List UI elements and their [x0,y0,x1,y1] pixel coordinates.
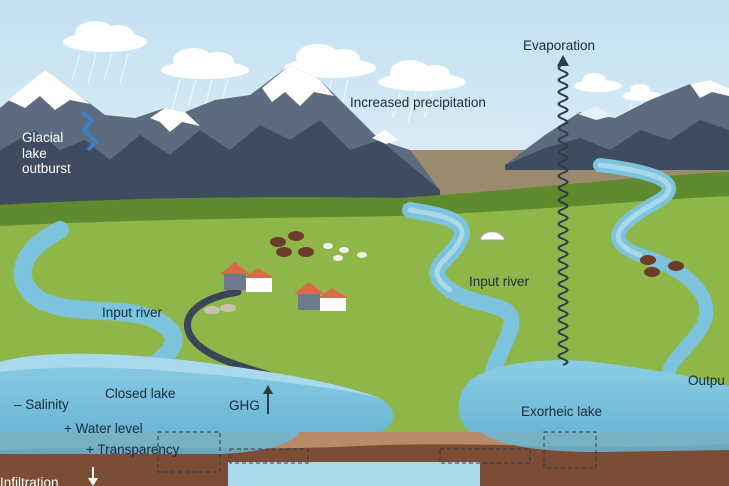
snow-cap [150,108,200,132]
ghg-label: GHG [229,398,260,413]
cloud-icon [161,48,249,79]
snow-cap [372,130,398,144]
input-river-left-label: Input river [102,305,163,320]
house-icon [294,282,348,311]
tent-icon [479,231,506,241]
exorheic-lake-basin [480,432,729,452]
exorheic-lake-label: Exorheic lake [521,404,603,419]
transparency-label: + Transparency [86,442,180,457]
snow-cap [578,106,612,120]
closed-lake-basin [0,432,300,454]
groundwater [228,462,480,486]
cloud-icon [378,60,466,91]
closed-lake-shallows [0,353,380,398]
cloud-icon [63,21,147,52]
cloud-icon [284,44,376,78]
sediment-core-markers [157,431,597,473]
input-river-right-label: Input river [469,274,530,289]
snow-cap [690,80,729,98]
increased-precipitation-label: Increased precipitation [350,95,486,110]
infiltration-label: Infiltration [0,475,59,486]
up-arrow-icon [263,385,273,414]
grassland-dark-band [0,172,729,226]
water-level-label: + Water level [64,421,143,436]
evaporation-label: Evaporation [523,38,596,53]
cloud-icon [622,84,662,101]
house-icon [220,262,274,292]
down-arrow-icon [88,467,98,486]
exorheic-lake [458,360,729,432]
closed-lake [0,353,394,432]
salinity-label: – Salinity [14,397,69,412]
closed-lake-label: Closed lake [105,386,176,401]
mountain-shadow-left [0,120,440,210]
glacial-outburst-water [80,110,98,152]
river-network [13,158,714,408]
snow-cap [8,70,90,110]
glacial-lake-outburst-label: Glacial lake outburst [22,130,71,177]
snow-cap [262,65,334,106]
evaporation-arrow-icon [557,55,569,366]
yak-icon [270,231,684,277]
output-label: Outpu [688,373,725,388]
mountain-shadow-right [505,120,729,170]
horse-icon [204,304,236,314]
cloud-icon [574,73,622,92]
sheep-icon [323,243,367,261]
